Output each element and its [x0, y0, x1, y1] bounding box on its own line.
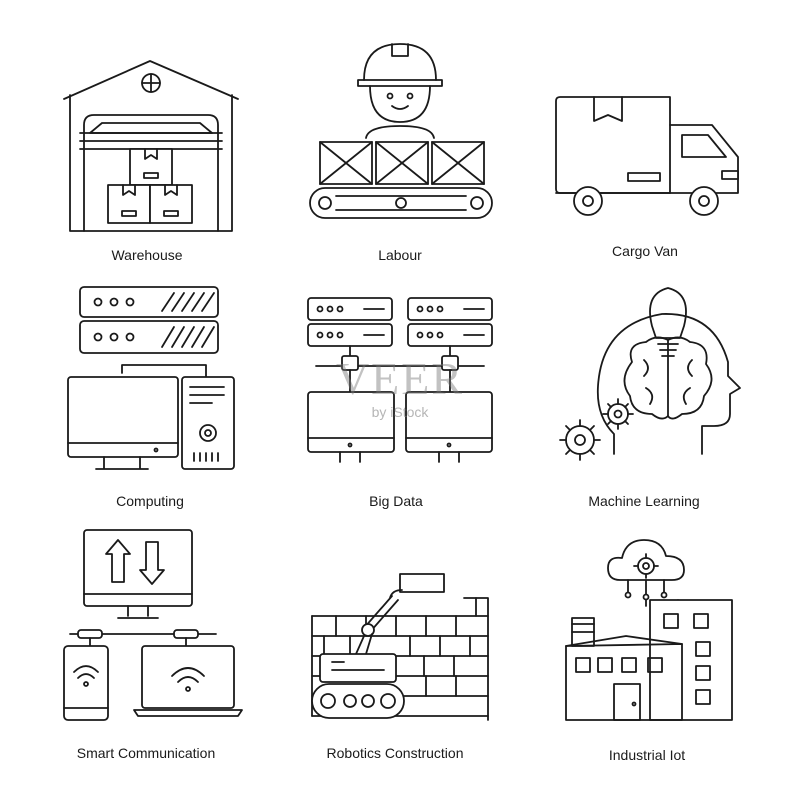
worker-conveyor-icon — [309, 43, 493, 219]
icon-label: Labour — [378, 247, 422, 263]
cargo-truck-icon — [555, 96, 739, 216]
warehouse-icon — [63, 60, 239, 232]
icon-label: Industrial Iot — [608, 747, 686, 763]
icon-label: Smart Communication — [76, 745, 216, 761]
icon-label: Big Data — [369, 493, 423, 509]
icon-label: Computing — [116, 493, 184, 509]
icon-label: Cargo Van — [612, 243, 678, 259]
icon-cell-machine-learning: Machine Learning — [552, 284, 748, 509]
icon-label: Machine Learning — [588, 493, 700, 509]
server-computer-icon — [67, 286, 235, 470]
network-devices-icon — [63, 529, 243, 721]
icon-cell-smart-communication: Smart Communication — [56, 528, 246, 761]
icon-cell-computing: Computing — [66, 285, 238, 509]
data-servers-icon — [307, 297, 493, 463]
icon-cell-industrial-iot: Industrial Iot — [562, 536, 740, 763]
icon-label: Robotics Construction — [326, 745, 464, 761]
head-brain-bulb-icon — [559, 287, 741, 461]
icon-label: Warehouse — [111, 247, 183, 263]
icon-cell-labour: Labour — [306, 38, 496, 263]
factory-cloud-icon — [565, 539, 733, 721]
robot-arm-bricks-icon — [311, 573, 489, 721]
icon-cell-warehouse: Warehouse — [62, 55, 242, 263]
icon-cell-big-data: Big Data — [306, 296, 494, 509]
icon-cell-cargo-van: Cargo Van — [554, 95, 744, 259]
icon-cell-robotics-construction: Robotics Construction — [306, 570, 496, 761]
